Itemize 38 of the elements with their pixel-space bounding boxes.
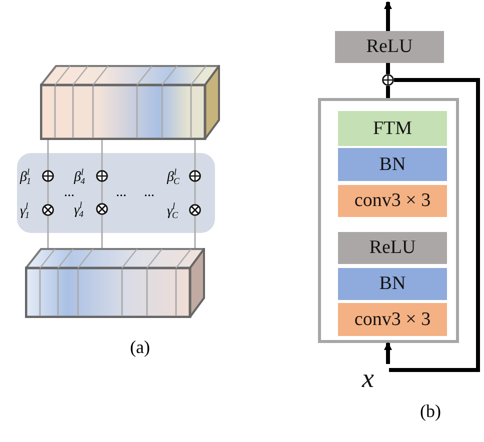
connector-line <box>386 63 390 74</box>
ellipsis: ... <box>64 186 74 200</box>
addition-symbol <box>189 170 201 182</box>
connector-line <box>194 216 196 248</box>
ellipsis: ... <box>116 186 126 200</box>
arrow <box>384 342 392 364</box>
block-frame <box>318 98 459 343</box>
ellipsis: ... <box>144 186 154 200</box>
connector-line <box>386 86 390 98</box>
connector-line <box>194 140 196 170</box>
multiplication-symbol <box>96 203 108 215</box>
multiplication-symbol <box>42 204 54 216</box>
output-tensor-drawing <box>40 65 220 140</box>
panel-label: (a) <box>130 338 150 356</box>
addition-symbol <box>96 170 108 182</box>
shaded-panel <box>17 153 215 233</box>
connector-line <box>47 216 49 248</box>
arrow <box>384 1 392 31</box>
connector-line <box>47 182 49 204</box>
input-tensor-drawing <box>25 248 205 318</box>
layer-box: FTM <box>338 111 447 146</box>
addition-symbol <box>42 170 54 182</box>
layer-box: BN <box>338 148 447 181</box>
layer-box: ReLU <box>338 232 447 264</box>
input-label: x <box>362 364 389 392</box>
connector-line <box>101 215 103 248</box>
layer-box: conv3 × 3 <box>338 185 447 217</box>
layer-box: BN <box>338 268 447 300</box>
panel-label: (b) <box>420 402 441 420</box>
layer-box: ReLU <box>335 31 444 63</box>
connector-line <box>194 182 196 204</box>
connector-line <box>101 182 103 203</box>
connector-line <box>101 140 103 170</box>
connector-line <box>47 140 49 170</box>
addition-symbol <box>382 74 394 86</box>
multiplication-symbol <box>189 204 201 216</box>
layer-box: conv3 × 3 <box>338 303 447 336</box>
connector-line <box>389 78 480 372</box>
